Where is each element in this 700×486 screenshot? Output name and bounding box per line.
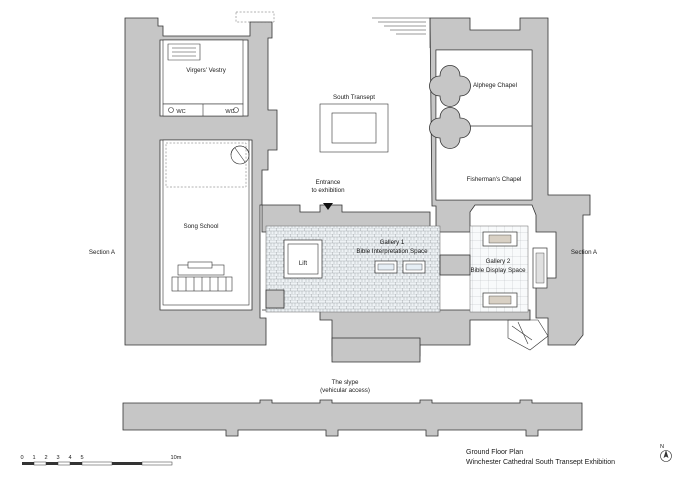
label-gallery-2-title: Gallery 2 [486,258,511,265]
central-walls [261,204,531,363]
label-lift: Lift [299,260,308,267]
scale-tick-4: 4 [68,455,71,461]
scale-tick-3: 3 [56,455,59,461]
scale-tick-2: 2 [44,455,47,461]
label-gallery-1-title: Gallery 1 [380,239,405,246]
label-entrance: Entrance [316,179,341,186]
vestry-interior [162,39,244,117]
east-stair [507,319,549,351]
label-song-school: Song School [183,223,218,230]
label-section-a-right: Section A [571,249,598,256]
label-wc-right: WC [225,109,234,115]
label-slype: The slype [332,379,359,386]
slype-wall [122,399,583,437]
north-label: N [660,444,664,450]
label-gallery-1-subtitle: Bible Interpretation Space [356,248,428,255]
scale-tick-5: 5 [80,455,83,461]
label-gallery-2-subtitle: Bible Display Space [470,267,526,274]
label-fishermans-chapel: Fisherman's Chapel [467,176,522,183]
label-south-transept: South Transept [333,94,375,101]
label-slype-sub: (vehicular access) [320,387,370,394]
label-alphege-chapel: Alphege Chapel [473,82,517,89]
plan-title: Ground Floor Plan [466,449,523,456]
chapel-piers [429,65,471,149]
scale-end-label: 10m [171,455,182,461]
plan-subtitle: Winchester Cathedral South Transept Exhi… [466,459,615,466]
scale-tick-1: 1 [32,455,35,461]
scale-tick-0: 0 [20,455,23,461]
label-section-a-left: Section A [89,249,116,256]
label-entrance-sub: to exhibition [311,187,345,194]
song-school-interior [162,139,250,306]
scale-bar: 0 1 2 3 4 5 10m [20,455,182,466]
label-wc-left: WC [176,109,185,115]
entrance-arrow [323,203,333,210]
north-arrow-icon: N [660,444,672,462]
transept-steps [235,11,431,153]
display-cases [374,231,548,308]
label-virgers-vestry: Virgers' Vestry [186,67,226,74]
